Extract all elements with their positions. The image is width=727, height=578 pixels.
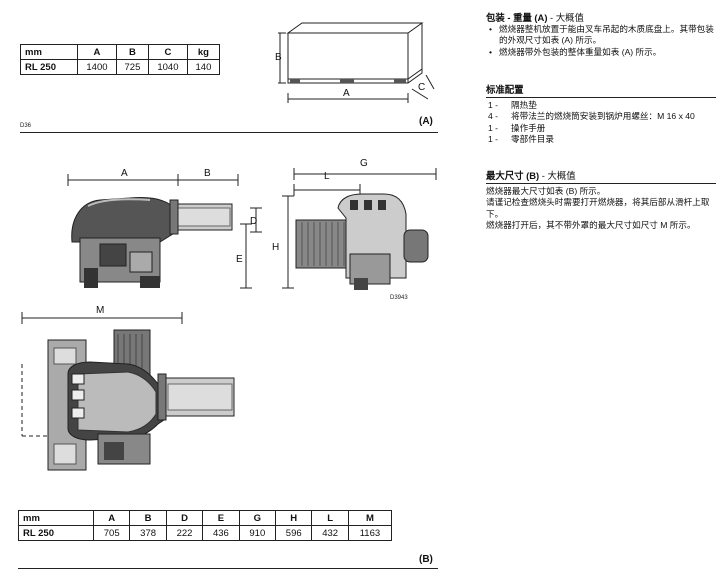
- item-qty: 1: [488, 122, 493, 133]
- section-heading: 标准配置: [486, 84, 524, 95]
- item-dash: -: [495, 111, 499, 121]
- dim-label-m: M: [96, 305, 105, 316]
- list-item-text: 燃烧器带外包装的整体重量如表 (A) 所示。: [499, 46, 662, 57]
- item-qty: 1: [488, 99, 493, 110]
- table-header-row: mm A B D E G H L M: [18, 510, 393, 526]
- packaging-section: 包装 - 重量 (A) - 大概值 • 燃烧器整机放置于能由叉车吊起的木质底盘上。…: [486, 12, 716, 58]
- list-item: • 燃烧器整机放置于能由叉车吊起的木质底盘上。其带包装的外观尺寸如表 (A) 所示…: [486, 24, 716, 47]
- table-cell: RL 250: [18, 525, 94, 541]
- paragraph: 燃烧器最大尺寸如表 (B) 所示。: [486, 185, 606, 196]
- table-header-cell: E: [202, 510, 240, 526]
- table-cell: 1040: [147, 59, 188, 75]
- list-item: 4 - 将带法兰的燃烧筒安装到锅炉用螺丝：M 16 x 40: [486, 111, 716, 123]
- figure-code: D36: [20, 123, 32, 129]
- heading-subtitle: - 大概值: [547, 12, 584, 23]
- bullet-list: • 燃烧器整机放置于能由叉车吊起的木质底盘上。其带包装的外观尺寸如表 (A) 所示…: [486, 24, 716, 59]
- table-header-cell: B: [129, 510, 167, 526]
- heading-underline: [486, 182, 716, 184]
- dim-label-c: C: [418, 82, 426, 93]
- standard-equipment-section: 标准配置 1 - 隔热垫 4 - 将带法兰的燃烧筒安装到锅炉用螺丝：M 16 x 4…: [486, 84, 716, 146]
- dim-label-d: D: [250, 216, 258, 227]
- paragraph: 请谨记检查燃烧头时需要打开燃烧器，将其后部从滑杆上取下。: [486, 197, 710, 219]
- table-header-cell: mm: [20, 44, 78, 60]
- table-header-cell: H: [275, 510, 313, 526]
- section-heading: 最大尺寸 (B) - 大概值: [486, 170, 716, 182]
- table-cell: 1400: [77, 59, 117, 75]
- table-cell: RL 250: [20, 59, 78, 75]
- table-tag-a: (A): [419, 116, 433, 127]
- table-header-cell: L: [311, 510, 349, 526]
- bullet-icon: •: [489, 23, 493, 34]
- item-dash: -: [495, 134, 499, 144]
- heading-title: 包装 - 重量 (A): [486, 12, 548, 23]
- dim-label-g: G: [360, 158, 368, 169]
- heading-subtitle: - 大概值: [539, 170, 576, 181]
- heading-underline: [486, 96, 716, 98]
- item-qty: 1: [488, 134, 493, 144]
- packaging-box-drawing: [278, 22, 435, 103]
- table-tag-b: (B): [419, 554, 433, 565]
- table-cell: 432: [311, 525, 349, 541]
- list-item: 1 - 零部件目录: [486, 134, 716, 146]
- table-cell: 910: [238, 525, 277, 541]
- packaging-dimension-table: mm A B C kg RL 250 1400 725 1040 140: [20, 44, 221, 75]
- dim-label-a: A: [343, 88, 350, 99]
- list-item-text: 零部件目录: [511, 134, 554, 144]
- list-item: • 燃烧器带外包装的整体重量如表 (A) 所示。: [486, 47, 716, 59]
- figure-code: D3943: [390, 295, 408, 301]
- max-dimension-table: mm A B D E G H L M RL 250 705 378 222 43…: [18, 510, 393, 541]
- dim-label-h: H: [272, 242, 280, 253]
- table-header-cell: C: [147, 44, 188, 60]
- dim-label-b: B: [275, 52, 282, 63]
- heading-title: 最大尺寸 (B): [486, 170, 540, 181]
- dim-label-e: E: [236, 254, 243, 265]
- table-cell: 222: [165, 525, 204, 541]
- item-dash: -: [495, 122, 499, 133]
- table-cell: 705: [92, 525, 131, 541]
- burner-front-view-drawing: [282, 168, 437, 290]
- table-header-cell: A: [77, 44, 117, 60]
- table-cell: 1163: [347, 525, 393, 541]
- table-header-cell: kg: [186, 44, 221, 60]
- dim-label-a-side: A: [121, 168, 128, 179]
- table-cell: 596: [275, 525, 313, 541]
- list-item-text: 操作手册: [511, 122, 546, 133]
- list-item: 1 - 操作手册: [486, 123, 716, 135]
- section-heading: 包装 - 重量 (A) - 大概值: [486, 12, 716, 24]
- table-row: RL 250 1400 725 1040 140: [20, 59, 221, 75]
- dim-label-l: L: [324, 171, 330, 182]
- list-item: 1 - 隔热垫: [486, 100, 716, 112]
- list-item-text: 燃烧器整机放置于能由叉车吊起的木质底盘上。其带包装的外观尺寸如表 (A) 所示。: [499, 23, 714, 46]
- burner-top-view-drawing: [21, 312, 235, 471]
- burner-side-view-drawing: [67, 174, 262, 289]
- table-header-cell: M: [347, 510, 393, 526]
- item-qty: 4: [488, 111, 493, 121]
- table-header-cell: A: [92, 510, 131, 526]
- item-dash: -: [495, 99, 499, 110]
- paragraph: 燃烧器打开后，其不带外罩的最大尺寸如尺寸 M 所示。: [486, 220, 696, 230]
- dim-label-b-side: B: [204, 168, 211, 179]
- section-divider: [18, 568, 438, 569]
- table-cell: 140: [186, 59, 221, 75]
- table-cell: 436: [202, 525, 240, 541]
- table-header-cell: B: [115, 44, 149, 60]
- table-header-cell: D: [165, 510, 204, 526]
- table-cell: 378: [129, 525, 167, 541]
- bullet-icon: •: [489, 46, 493, 57]
- section-divider: [20, 132, 438, 133]
- max-dimensions-section: 最大尺寸 (B) - 大概值 燃烧器最大尺寸如表 (B) 所示。 请谨记检查燃烧…: [486, 170, 716, 232]
- table-cell: 725: [115, 59, 149, 75]
- list-item-text: 隔热垫: [511, 99, 537, 110]
- table-header-cell: mm: [18, 510, 94, 526]
- table-header-cell: G: [238, 510, 277, 526]
- table-row: RL 250 705 378 222 436 910 596 432 1163: [18, 525, 393, 541]
- table-header-row: mm A B C kg: [20, 44, 221, 60]
- list-item-text: 将带法兰的燃烧筒安装到锅炉用螺丝：M 16 x 40: [511, 111, 695, 121]
